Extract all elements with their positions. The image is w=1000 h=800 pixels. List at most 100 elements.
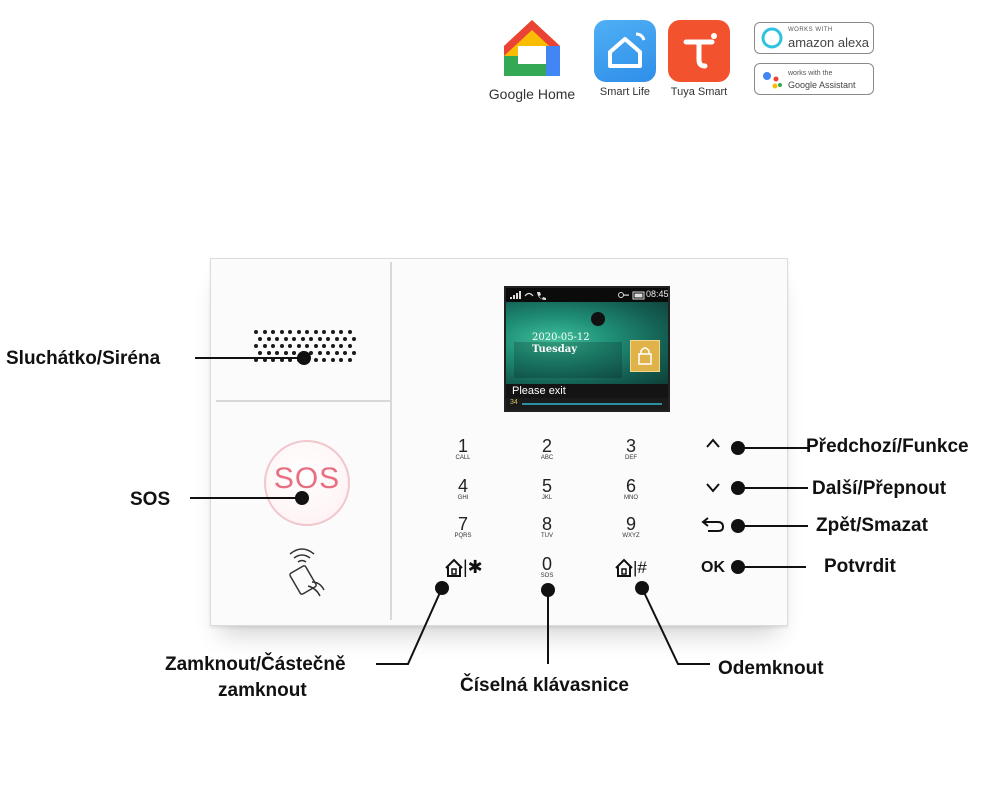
key-7[interactable]: 7 — [457, 514, 468, 534]
speaker-hole — [262, 358, 267, 362]
home-disarm-icon — [615, 558, 633, 577]
sos-button-label: SOS — [273, 462, 341, 495]
speaker-hole — [266, 337, 271, 341]
key-2[interactable]: 2 — [541, 436, 552, 456]
panel-divider-vertical — [390, 262, 392, 620]
key-3-letters: DEF — [625, 455, 637, 461]
tuya-caption: Tuya Smart — [670, 86, 728, 98]
panel-divider-horizontal — [216, 400, 390, 402]
speaker-hole — [279, 330, 284, 334]
disarm-marker — [635, 581, 649, 595]
home-arm-icon — [445, 558, 463, 577]
star-key[interactable]: |✱ — [463, 557, 483, 577]
hash-key[interactable]: |# — [633, 558, 647, 577]
speaker-hole — [305, 344, 309, 348]
speaker-hole — [322, 330, 326, 334]
speaker-hole — [326, 337, 330, 341]
label-sos: SOS — [130, 489, 171, 510]
speaker-hole — [330, 358, 335, 362]
label-speaker: Sluchátko/Siréna — [6, 348, 161, 369]
sos-marker — [295, 491, 309, 505]
screen-weekday: Tuesday — [532, 344, 578, 355]
speaker-hole — [351, 337, 356, 341]
speaker-hole — [258, 351, 262, 355]
up-key[interactable] — [703, 436, 723, 450]
speaker-hole — [292, 351, 296, 355]
date-band — [514, 342, 622, 378]
speaker-hole — [271, 330, 275, 334]
speaker-hole — [317, 337, 322, 341]
screen-footer: 34 — [510, 399, 518, 406]
speaker-hole — [300, 337, 305, 341]
speaker-marker — [297, 351, 311, 365]
next-marker — [731, 481, 745, 495]
key-1-letters: CALL — [455, 455, 471, 461]
back-key[interactable] — [700, 514, 726, 534]
speaker-hole — [339, 358, 343, 362]
speaker-hole — [279, 344, 284, 348]
google-home-caption: Google Home — [488, 86, 576, 102]
screen-date: 2020-05-12 — [532, 332, 590, 343]
ok-key[interactable]: OK — [701, 559, 725, 576]
numpad-marker — [541, 583, 555, 597]
key-6[interactable]: 6 — [625, 476, 636, 496]
status-bar: 08:45 — [506, 288, 668, 302]
speaker-hole — [292, 337, 296, 341]
speaker-hole — [351, 351, 356, 355]
screen-progress-line — [522, 403, 662, 405]
lcd-screen: 08:45 2020-05-12 Tuesday Please exit 34 — [504, 286, 670, 412]
signal-wifi-phone-icons — [510, 291, 546, 300]
key-9-letters: WXYZ — [622, 533, 640, 539]
key-5[interactable]: 5 — [541, 476, 552, 496]
lock-status-tile — [630, 340, 660, 372]
speaker-hole — [330, 330, 335, 334]
speaker-hole — [334, 351, 339, 355]
key-4[interactable]: 4 — [457, 476, 468, 496]
speaker-hole — [343, 351, 347, 355]
assistant-small-text: works with the — [788, 70, 833, 77]
speaker-hole — [279, 358, 284, 362]
key-6-letters: MNO — [624, 495, 638, 501]
speaker-hole — [271, 358, 275, 362]
assistant-badge: works with the Google Assistant — [754, 63, 874, 95]
speaker-hole — [266, 351, 271, 355]
key-8[interactable]: 8 — [541, 514, 552, 534]
key-3[interactable]: 3 — [625, 436, 636, 456]
key-2-letters: ABC — [540, 455, 554, 461]
speaker-hole — [347, 330, 352, 334]
speaker-hole — [317, 351, 322, 355]
speaker-hole — [334, 337, 339, 341]
sos-button[interactable] — [264, 440, 350, 526]
rfid-card-icon — [289, 548, 325, 597]
assistant-big-text: Google Assistant — [788, 80, 856, 90]
screen-marker — [591, 312, 605, 326]
speaker-hole — [305, 330, 309, 334]
key-9[interactable]: 9 — [625, 514, 636, 534]
speaker-hole — [283, 351, 288, 355]
screen-message-bar: Please exit — [506, 384, 668, 398]
speaker-hole — [322, 344, 326, 348]
down-key[interactable] — [703, 480, 723, 494]
arm-marker — [435, 581, 449, 595]
key-0[interactable]: 0 — [541, 554, 552, 574]
label-prev: Předchozí/Funkce — [806, 436, 969, 457]
speaker-hole — [339, 330, 343, 334]
speaker-hole — [322, 358, 326, 362]
speaker-hole — [275, 351, 279, 355]
label-ok: Potvrdit — [824, 556, 896, 577]
speaker-hole — [258, 337, 262, 341]
speaker-hole — [262, 330, 267, 334]
back-marker — [731, 519, 745, 533]
speaker-hole — [275, 337, 279, 341]
label-next: Další/Přepnout — [812, 478, 947, 499]
key-4-letters: GHI — [457, 495, 469, 501]
speaker-hole — [254, 358, 258, 362]
key-1[interactable]: 1 — [457, 436, 468, 456]
speaker-hole — [313, 330, 318, 334]
smart-life-logo — [594, 20, 656, 82]
tuya-logo — [668, 20, 730, 82]
speaker-hole — [347, 344, 352, 348]
alexa-small-text: WORKS WITH — [788, 27, 833, 33]
speaker-hole — [313, 358, 318, 362]
